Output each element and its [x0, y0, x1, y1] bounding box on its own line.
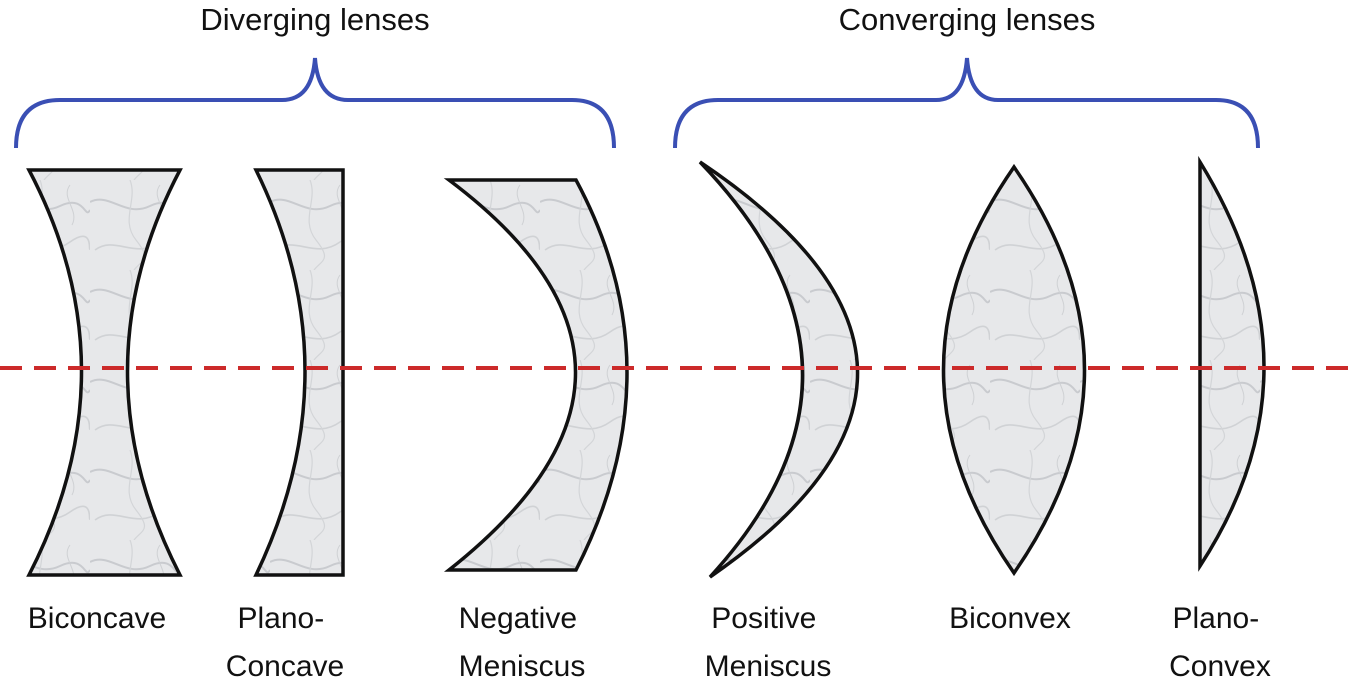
- biconcave-label-line-1: Biconcave: [28, 602, 166, 635]
- negative-meniscus-lens: [443, 178, 629, 572]
- negative-meniscus-label-line-2: Meniscus: [459, 650, 586, 681]
- plano-concave-label-line-1: Plano-: [237, 602, 324, 635]
- converging-bracket: [673, 57, 1260, 149]
- plano-convex-lens: [1198, 155, 1266, 572]
- biconcave-lens: [26, 168, 183, 577]
- converging-group-title: Converging lenses: [839, 2, 1096, 37]
- plano-concave-label: Plano- Concave: [226, 602, 344, 681]
- positive-meniscus-label-line-1: Positive: [711, 602, 816, 635]
- biconvex-label-line-1: Biconvex: [949, 602, 1071, 635]
- positive-meniscus-label-line-2: Meniscus: [705, 650, 832, 681]
- diverging-bracket: [14, 57, 616, 149]
- plano-convex-label: Plano- Convex: [1169, 602, 1271, 681]
- biconcave-label: Biconcave: [28, 602, 166, 635]
- biconvex-lens: [941, 163, 1087, 577]
- negative-meniscus-label: Negative Meniscus: [459, 602, 586, 681]
- positive-meniscus-label: Positive Meniscus: [705, 602, 832, 681]
- plano-convex-label-line-1: Plano-: [1172, 602, 1259, 635]
- plano-concave-lens: [253, 168, 345, 577]
- plano-convex-label-line-2: Convex: [1169, 650, 1271, 681]
- biconvex-label: Biconvex: [949, 602, 1071, 635]
- negative-meniscus-label-line-1: Negative: [459, 602, 577, 635]
- positive-meniscus-lens: [698, 160, 860, 579]
- plano-concave-label-line-2: Concave: [226, 650, 344, 681]
- diverging-group-title: Diverging lenses: [200, 2, 429, 37]
